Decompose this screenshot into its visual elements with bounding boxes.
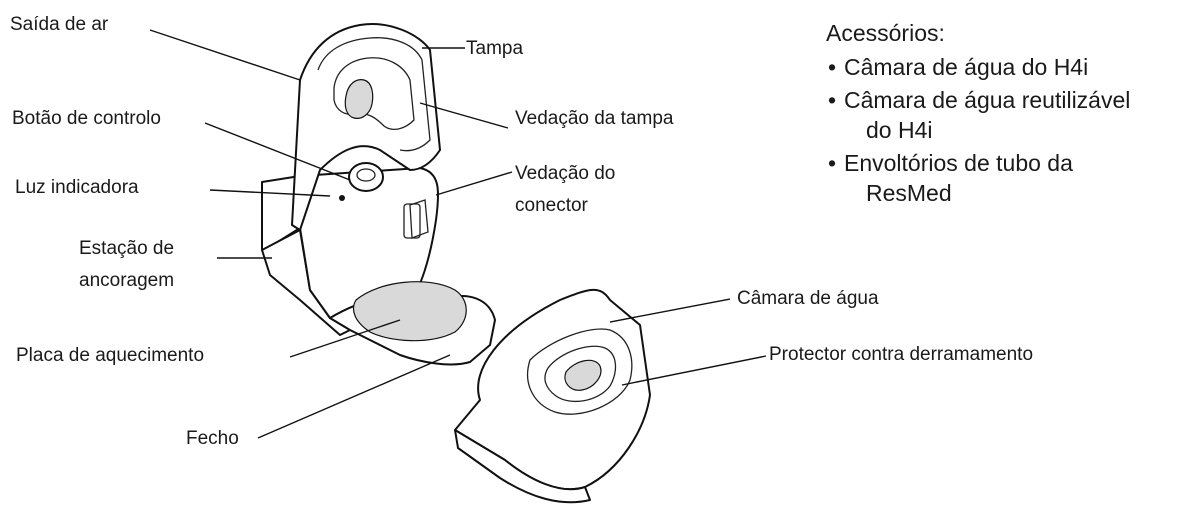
accessory-line-continued: do H4i <box>866 117 933 143</box>
accessories-title: Acessórios: <box>826 20 945 46</box>
accessory-line: Câmara de água reutilizável <box>844 87 1131 113</box>
label-vedacao-do-conector-line1: Vedação do <box>515 163 616 184</box>
control-button-shape <box>348 162 384 192</box>
accessory-item: Câmara de água reutilizável do H4i <box>826 85 1201 145</box>
leader-lines <box>149 29 767 439</box>
accessory-line-continued: ResMed <box>866 180 952 206</box>
label-fecho: Fecho <box>186 428 239 449</box>
label-vedacao-da-tampa: Vedação da tampa <box>515 108 674 129</box>
accessory-item: Envoltórios de tubo da ResMed <box>826 148 1201 208</box>
accessory-item: Câmara de água do H4i <box>826 52 1201 82</box>
label-luz-indicadora: Luz indicadora <box>15 177 139 198</box>
label-estacao-line2: ancoragem <box>79 270 175 291</box>
indicator-light-dot <box>339 195 345 201</box>
label-estacao-line1: Estação de <box>79 238 175 259</box>
label-botao-de-controlo: Botão de controlo <box>12 108 161 129</box>
label-protector: Protector contra derramamento <box>769 344 1034 365</box>
water-chamber-shape <box>454 288 651 504</box>
label-saida-de-ar: Saída de ar <box>10 14 109 35</box>
accessories-panel: Acessórios: Câmara de água do H4i Câmara… <box>826 18 1201 211</box>
label-vedacao-do-conector-line2: conector <box>515 195 588 216</box>
accessories-list: Câmara de água do H4i Câmara de água reu… <box>826 52 1201 208</box>
accessory-line: Envoltórios de tubo da <box>844 150 1073 176</box>
label-tampa: Tampa <box>466 38 524 59</box>
lid-shape <box>291 23 441 231</box>
label-camara-de-agua: Câmara de água <box>737 288 879 309</box>
label-placa-de-aquecimento: Placa de aquecimento <box>16 345 205 366</box>
accessory-line: Câmara de água do H4i <box>844 54 1089 80</box>
